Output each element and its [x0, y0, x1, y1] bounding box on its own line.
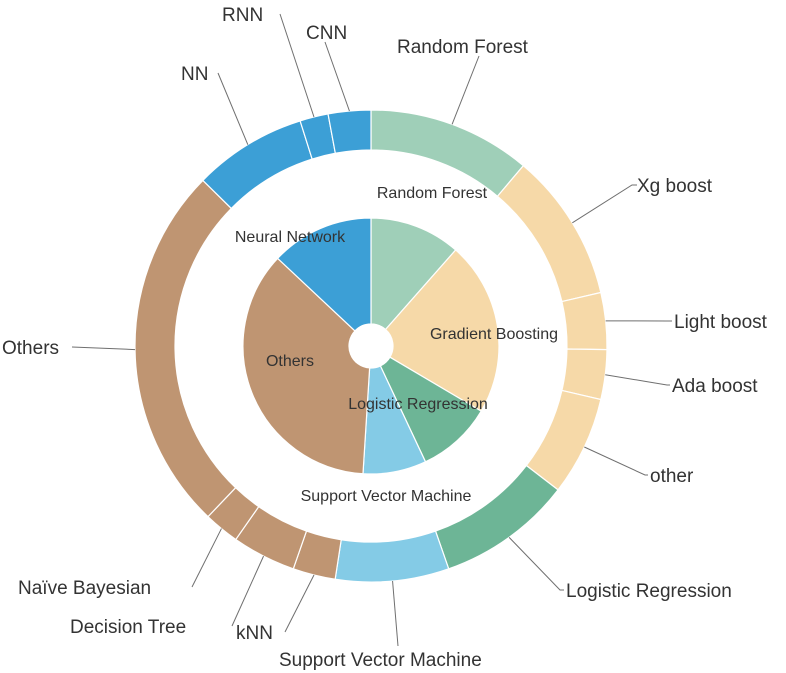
outer-label-decision-tree: Decision Tree — [70, 617, 186, 638]
outer-label-random-forest: Random Forest — [397, 37, 529, 58]
inner-slice-neural-network — [276, 217, 372, 332]
leader-rnn — [279, 13, 315, 118]
outer-label-light-boost: Light boost — [674, 312, 768, 333]
leader-decision-tree — [231, 555, 264, 627]
outer-label-ada-boost: Ada boost — [672, 376, 758, 397]
inner-label-random-forest: Random Forest — [377, 185, 488, 202]
leader-lines — [71, 13, 672, 647]
inner-slice-others — [242, 257, 371, 475]
inner-ring — [242, 217, 500, 475]
inner-label-others: Others — [266, 353, 314, 370]
leader-nn — [217, 72, 249, 145]
inner-slice-logistic-regression — [379, 356, 482, 463]
leader-na-ve-bayesian — [191, 528, 222, 588]
leader-cnn — [324, 41, 350, 112]
outer-slice-light-boost — [561, 291, 608, 351]
outer-slice-logistic-regression — [434, 464, 559, 570]
inner-label-gradient-boosting: Gradient Boosting — [430, 326, 558, 343]
outer-label-others: Others — [2, 338, 59, 359]
leader-ada-boost — [605, 374, 670, 386]
outer-label-knn: kNN — [236, 623, 273, 644]
leader-knn — [284, 574, 315, 633]
inner-label-neural-network: Neural Network — [235, 229, 346, 246]
outer-label-na-ve-bayesian: Naïve Bayesian — [18, 578, 151, 599]
leader-other — [584, 446, 648, 476]
outer-slice-xg-boost — [496, 164, 602, 303]
inner-label-support-vector-machine: Support Vector Machine — [301, 488, 472, 505]
outer-slice-support-vector-machine — [334, 530, 450, 583]
leader-xg-boost — [572, 184, 637, 224]
outer-label-logistic-regression: Logistic Regression — [566, 581, 732, 602]
leader-logistic-regression — [508, 537, 564, 591]
outer-slice-random-forest — [370, 109, 525, 198]
inner-slice-random-forest — [370, 217, 457, 331]
outer-slice-cnn — [327, 109, 372, 154]
outer-label-support-vector-machine: Support Vector Machine — [279, 650, 482, 671]
outer-ring — [134, 109, 608, 583]
inner-label-logistic-regression: Logistic Regression — [348, 396, 488, 413]
outer-label-other: other — [650, 466, 694, 487]
outer-label-cnn: CNN — [306, 23, 347, 44]
outer-label-rnn: RNN — [222, 5, 263, 26]
outer-label-xg-boost: Xg boost — [637, 176, 713, 197]
outer-slice-others — [134, 179, 237, 518]
outer-slice-nn — [202, 120, 313, 210]
leader-support-vector-machine — [392, 580, 399, 647]
leader-others — [71, 346, 136, 351]
leader-random-forest — [451, 55, 480, 125]
outer-label-nn: NN — [181, 64, 208, 85]
